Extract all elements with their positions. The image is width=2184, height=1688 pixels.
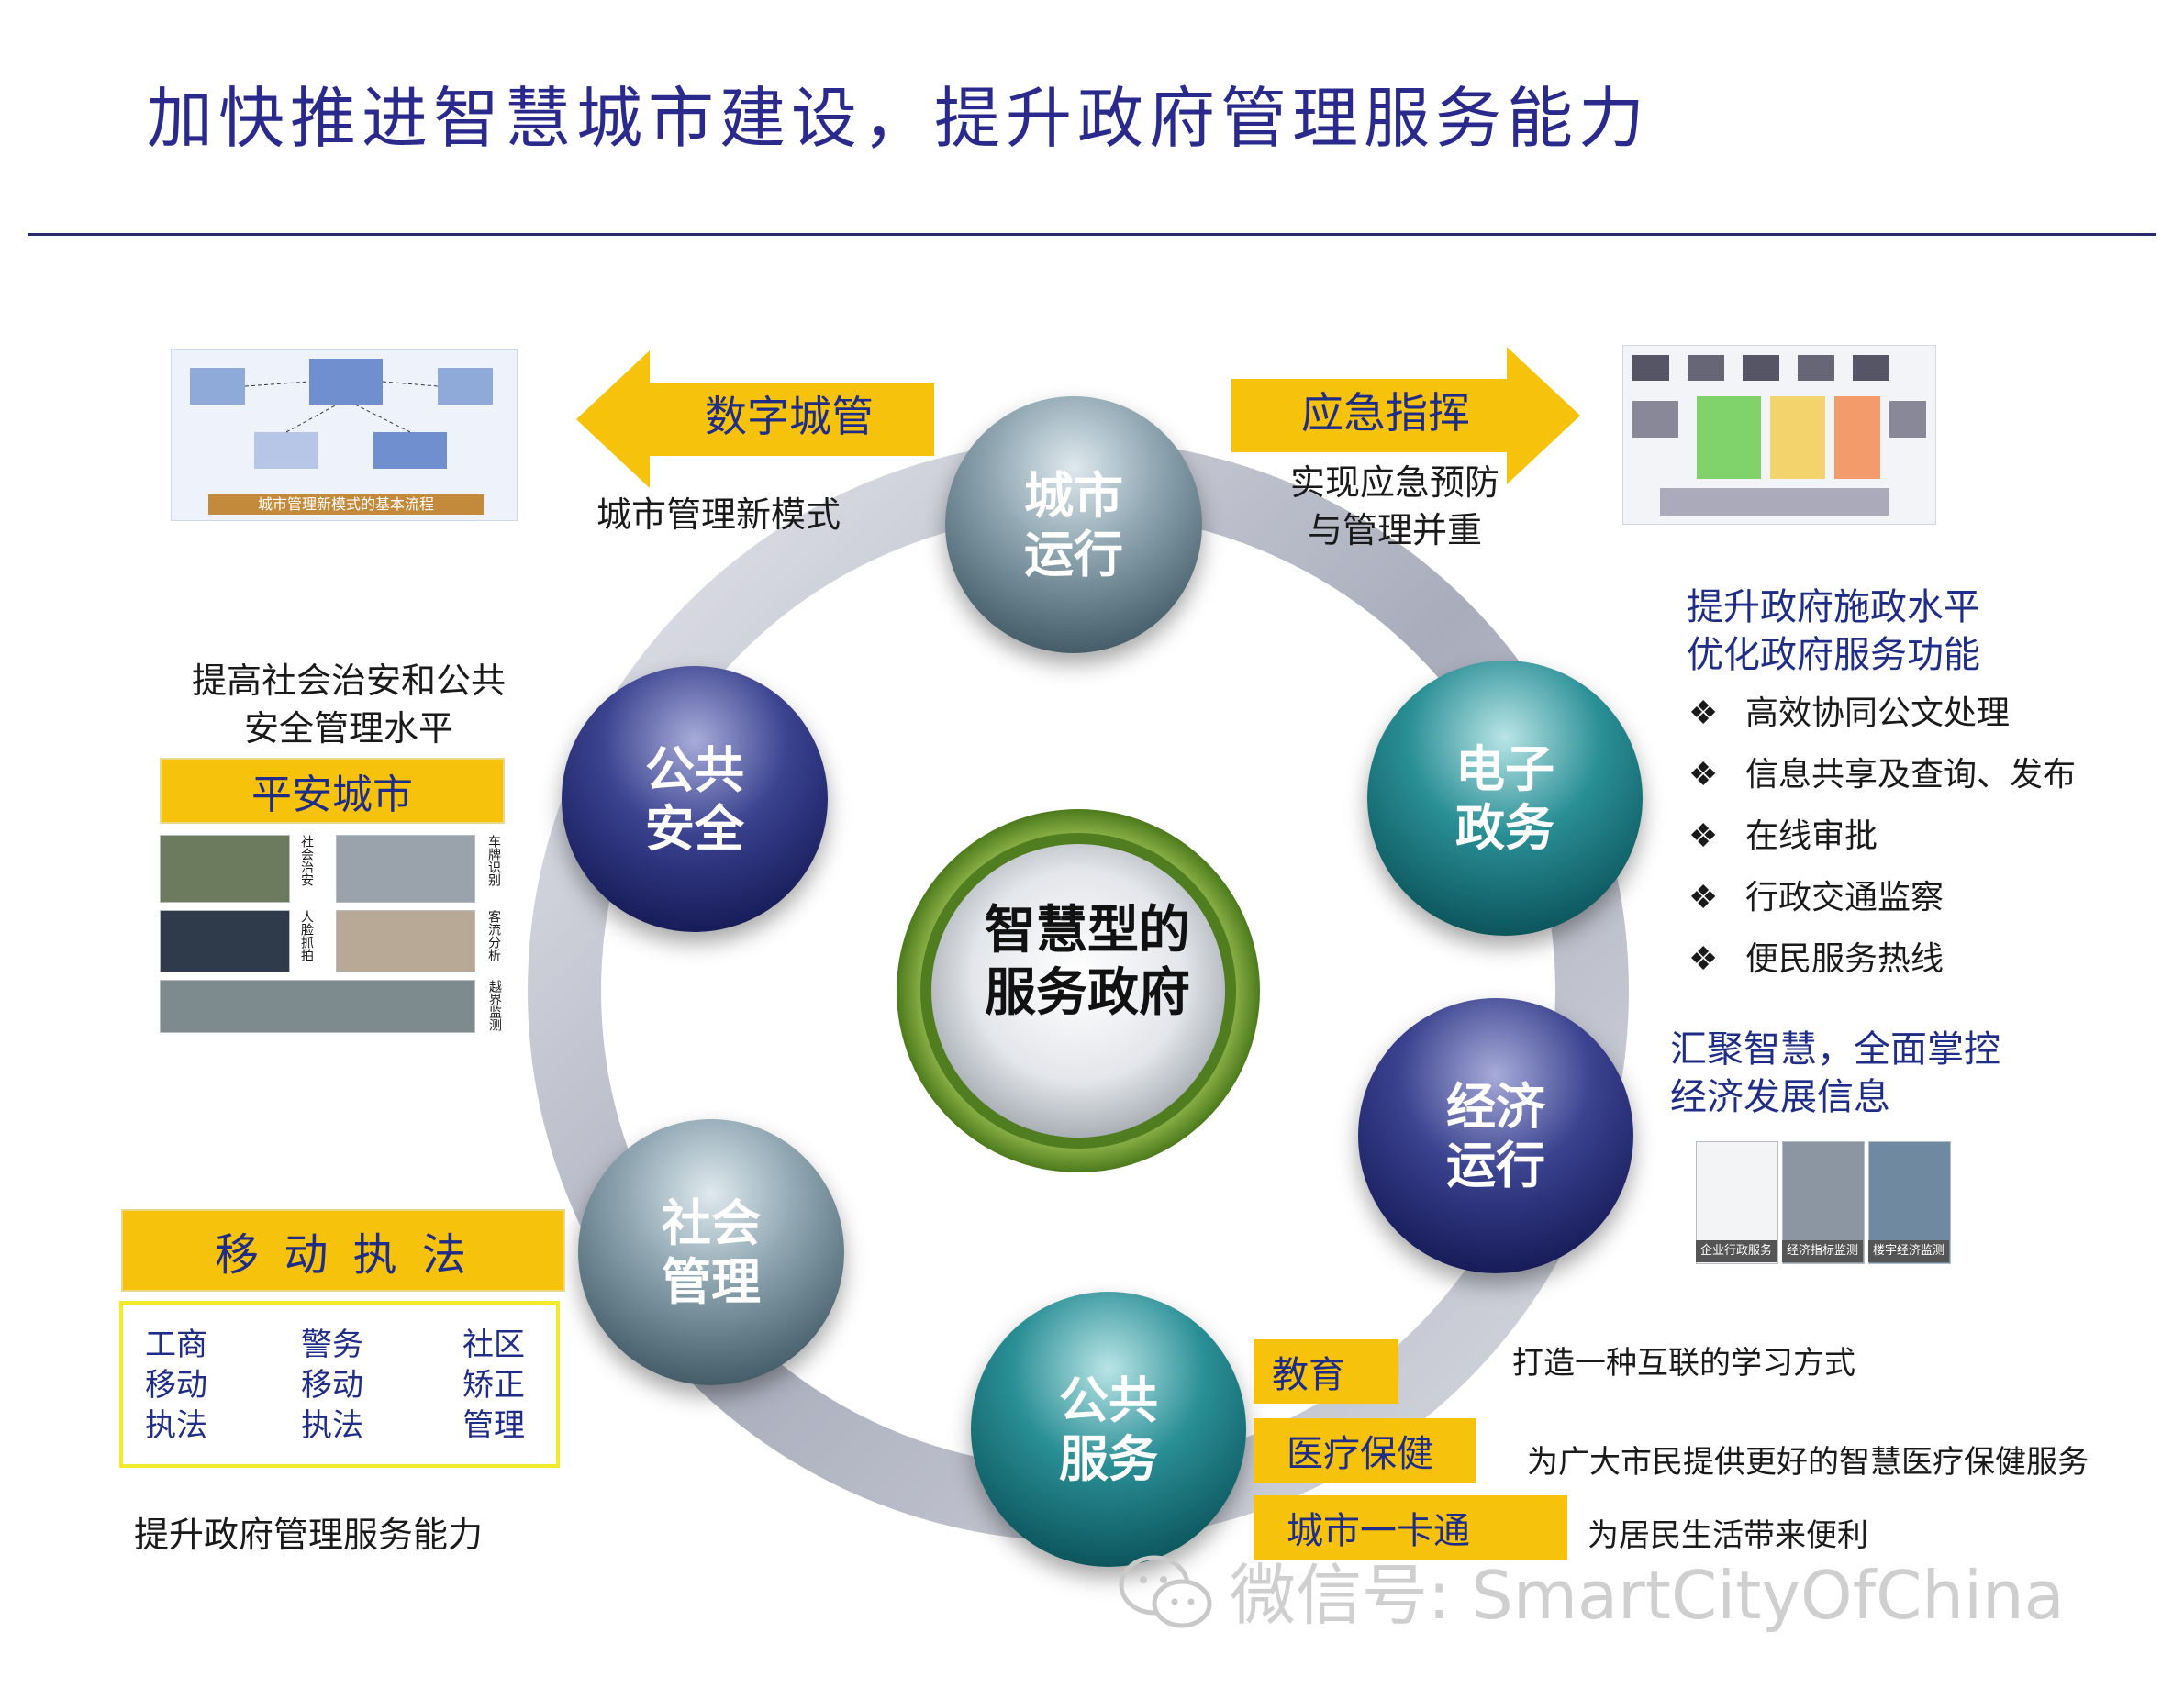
diamond-bullet-icon: ❖ xyxy=(1688,879,1719,916)
safe-city-label: 平安城市 xyxy=(160,758,505,824)
node-e-government[interactable]: 电子政务 xyxy=(1367,661,1643,936)
digital-city-image-caption: 城市管理新模式的基本流程 xyxy=(257,495,434,513)
egov-heading-line1: 提升政府施政水平 xyxy=(1687,586,1980,628)
label-face-capture: 人脸抓拍 xyxy=(299,910,314,961)
center-line2: 服务政府 xyxy=(985,962,1190,1023)
page-title: 加快推进智慧城市建设，提升政府管理服务能力 xyxy=(147,80,1651,157)
node-social-management[interactable]: 社会管理 xyxy=(578,1119,844,1385)
node-public-service-line2: 服务 xyxy=(1059,1429,1158,1488)
diamond-bullet-icon: ❖ xyxy=(1688,940,1719,978)
mobile-law-col-3: 社区 矫正 管理 xyxy=(462,1327,525,1444)
digital-city-illustration: 城市管理新模式的基本流程 xyxy=(171,349,518,521)
mobile-law-label: 移 动 执 法 xyxy=(121,1209,565,1292)
photo-passenger-flow xyxy=(336,910,475,972)
service-healthcare-label: 医疗保健 xyxy=(1254,1418,1476,1483)
mobile-law-col-1: 工商 移动 执法 xyxy=(145,1327,207,1444)
title-divider xyxy=(28,233,2156,236)
label-indicator-monitoring: 经济指标监测 xyxy=(1782,1240,1863,1262)
emergency-caption-line2: 与管理并重 xyxy=(1307,510,1482,550)
mobile-law-col-2: 警务 移动 执法 xyxy=(301,1327,363,1444)
safety-photo-grid: 社会治安 车牌识别 人脸抓拍 客流分析 越界监测 xyxy=(160,835,514,1037)
economy-photos: 企业行政服务 经济指标监测 楼宇经济监测 xyxy=(1696,1141,1953,1264)
economy-heading-line2: 经济发展信息 xyxy=(1670,1076,1890,1118)
economy-heading-line1: 汇聚智慧，全面掌控 xyxy=(1670,1028,2000,1071)
emergency-caption: 实现应急预防 与管理并重 xyxy=(1276,459,1514,554)
node-public-safety-line2: 安全 xyxy=(645,799,744,858)
label-building-economy: 楼宇经济监测 xyxy=(1868,1240,1949,1262)
node-public-service-line1: 公共 xyxy=(1059,1371,1158,1429)
service-citycard-text: 为居民生活带来便利 xyxy=(1588,1517,1868,1554)
emergency-caption-line1: 实现应急预防 xyxy=(1289,462,1499,503)
node-social-management-line2: 管理 xyxy=(662,1252,761,1311)
node-public-service[interactable]: 公共服务 xyxy=(971,1292,1246,1567)
watermark-text: 微信号: SmartCityOfChina xyxy=(1230,1557,2065,1634)
flow-diagram-icon xyxy=(190,359,493,515)
list-item: ❖信息共享及查询、发布 xyxy=(1688,756,2077,794)
digital-city-label: 数字城管 xyxy=(705,392,874,441)
safety-heading-line2: 安全管理水平 xyxy=(243,708,453,749)
label-passenger-flow: 客流分析 xyxy=(486,910,501,961)
node-public-safety[interactable]: 公共安全 xyxy=(562,666,828,932)
service-education-label: 教育 xyxy=(1254,1339,1398,1404)
node-city-operation-line2: 运行 xyxy=(1024,525,1123,583)
center-disc xyxy=(931,844,1225,1138)
diamond-bullet-icon: ❖ xyxy=(1688,817,1719,855)
diamond-bullet-icon: ❖ xyxy=(1688,756,1719,794)
list-item: ❖行政交通监察 xyxy=(1688,879,1944,916)
label-social-security: 社会治安 xyxy=(299,835,314,886)
node-e-government-line1: 电子 xyxy=(1455,739,1554,798)
node-public-safety-line1: 公共 xyxy=(645,740,744,799)
photo-plate-recognition xyxy=(336,835,475,903)
list-item: ❖便民服务热线 xyxy=(1688,940,1944,978)
egov-items: ❖高效协同公文处理 ❖信息共享及查询、发布 ❖在线审批 ❖行政交通监察 ❖便民服… xyxy=(1688,686,2076,994)
label-enterprise-service: 企业行政服务 xyxy=(1696,1240,1777,1262)
economy-heading: 汇聚智慧，全面掌控 经济发展信息 xyxy=(1670,1026,2000,1121)
center-line1: 智慧型的 xyxy=(985,900,1190,961)
safety-heading: 提高社会治安和公共 安全管理水平 xyxy=(165,657,532,752)
node-city-operation-line1: 城市 xyxy=(1024,466,1123,525)
diamond-bullet-icon: ❖ xyxy=(1688,694,1719,732)
label-plate-recognition: 车牌识别 xyxy=(486,835,501,886)
service-healthcare-text: 为广大市民提供更好的智慧医疗保健服务 xyxy=(1527,1444,2089,1481)
arrow-left-icon xyxy=(576,350,934,488)
service-education-text: 打造一种互联的学习方式 xyxy=(1512,1345,1855,1382)
node-city-operation[interactable]: 城市运行 xyxy=(945,396,1202,653)
node-economy-line1: 经济 xyxy=(1446,1077,1545,1136)
label-boundary-monitoring: 越界监测 xyxy=(487,980,502,1031)
emergency-system-icon xyxy=(1632,355,1926,516)
list-item: ❖高效协同公文处理 xyxy=(1688,694,2011,732)
arrow-right-icon xyxy=(1231,347,1580,484)
service-citycard-label: 城市一卡通 xyxy=(1254,1495,1567,1560)
egov-heading-line2: 优化政府服务功能 xyxy=(1687,634,1980,676)
node-economy[interactable]: 经济运行 xyxy=(1358,998,1633,1273)
node-economy-line2: 运行 xyxy=(1446,1136,1545,1194)
safety-heading-line1: 提高社会治安和公共 xyxy=(191,661,506,701)
center-label: 智慧型的 服务政府 xyxy=(936,899,1239,1024)
egov-heading: 提升政府施政水平 优化政府服务功能 xyxy=(1687,583,1980,679)
photo-face-capture xyxy=(160,910,290,972)
emergency-label: 应急指挥 xyxy=(1301,388,1470,438)
node-social-management-line1: 社会 xyxy=(662,1194,761,1252)
mobile-law-box: 工商 移动 执法 警务 移动 执法 社区 矫正 管理 xyxy=(119,1301,560,1468)
digital-city-caption: 城市管理新模式 xyxy=(596,494,841,535)
node-e-government-line2: 政务 xyxy=(1455,798,1554,857)
photo-boundary-monitoring xyxy=(160,980,475,1033)
wechat-icon xyxy=(1119,1555,1212,1628)
emergency-illustration xyxy=(1622,345,1936,525)
mobile-law-footer: 提升政府管理服务能力 xyxy=(134,1515,484,1555)
list-item: ❖在线审批 xyxy=(1688,817,1878,855)
photo-social-security xyxy=(160,835,290,903)
